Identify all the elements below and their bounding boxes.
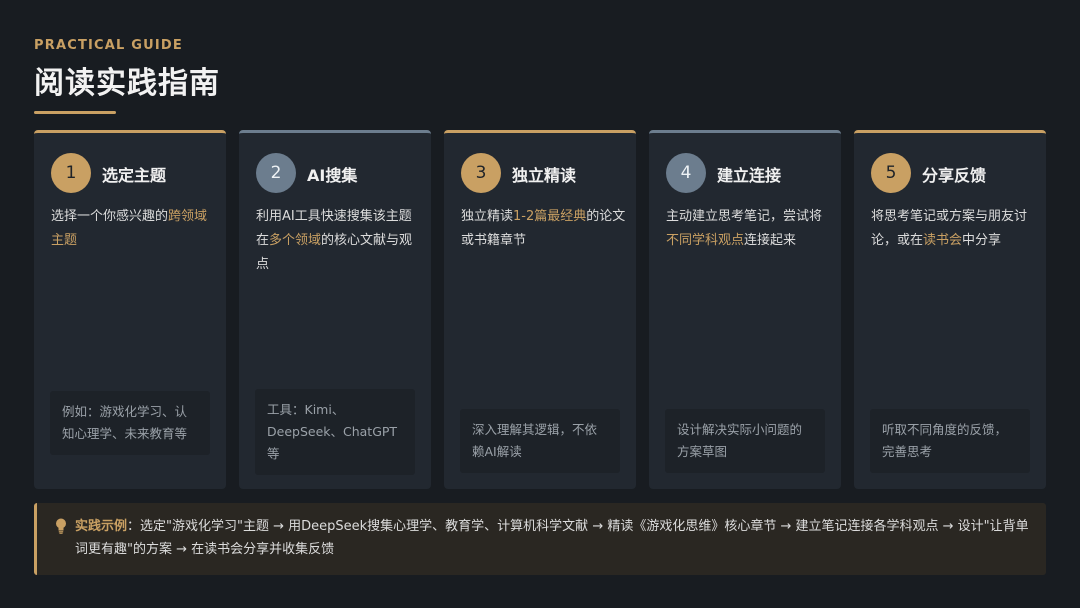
lightbulb-icon bbox=[56, 518, 66, 534]
step-number-badge: 2 bbox=[256, 153, 296, 193]
step-number-badge: 1 bbox=[51, 153, 91, 193]
label-colon: ： bbox=[127, 519, 141, 534]
step-description: 将思考笔记或方案与朋友讨论，或在读书会中分享 bbox=[871, 205, 1036, 253]
steps-row: 1 选定主题 选择一个你感兴趣的跨领域主题 例如：游戏化学习、认知心理学、未来教… bbox=[34, 130, 1046, 489]
desc-text: 中分享 bbox=[962, 233, 1002, 248]
desc-text: 连接起来 bbox=[744, 233, 797, 248]
step-title: 选定主题 bbox=[102, 166, 167, 185]
highlight-text: 多个领域 bbox=[269, 233, 322, 248]
step-card-5: 5 分享反馈 将思考笔记或方案与朋友讨论，或在读书会中分享 听取不同角度的反馈，… bbox=[854, 130, 1046, 489]
title-underline bbox=[34, 111, 116, 114]
desc-text: 利用AI工具快速搜集该主题在 bbox=[256, 209, 412, 248]
step-note: 听取不同角度的反馈，完善思考 bbox=[870, 409, 1030, 473]
step-note: 设计解决实际小问题的方案草图 bbox=[665, 409, 825, 473]
step-title: 建立连接 bbox=[717, 166, 782, 185]
step-description: 利用AI工具快速搜集该主题在多个领域的核心文献与观点 bbox=[256, 205, 421, 277]
desc-text: 的论文或书籍章节 bbox=[461, 209, 626, 248]
step-note: 工具：Kimi、DeepSeek、ChatGPT等 bbox=[255, 389, 415, 475]
page-title: 阅读实践指南 bbox=[34, 66, 220, 101]
step-card-3: 3 独立精读 独立精读1-2篇最经典的论文或书籍章节 深入理解其逻辑，不依赖AI… bbox=[444, 130, 636, 489]
step-note: 例如：游戏化学习、认知心理学、未来教育等 bbox=[50, 391, 210, 455]
step-title: 分享反馈 bbox=[922, 166, 987, 185]
step-number-badge: 3 bbox=[461, 153, 501, 193]
step-card-1: 1 选定主题 选择一个你感兴趣的跨领域主题 例如：游戏化学习、认知心理学、未来教… bbox=[34, 130, 226, 489]
eyebrow-label: PRACTICAL GUIDE bbox=[34, 38, 183, 53]
step-card-4: 4 建立连接 主动建立思考笔记，尝试将不同学科观点连接起来 设计解决实际小问题的… bbox=[649, 130, 841, 489]
step-description: 独立精读1-2篇最经典的论文或书籍章节 bbox=[461, 205, 626, 253]
highlight-text: 读书会 bbox=[923, 233, 963, 248]
highlight-text: 1-2篇最经典 bbox=[513, 209, 587, 224]
practice-example-box: 实践示例：选定"游戏化学习"主题 → 用DeepSeek搜集心理学、教育学、计算… bbox=[34, 503, 1046, 575]
step-number-badge: 4 bbox=[666, 153, 706, 193]
step-title: 独立精读 bbox=[512, 166, 577, 185]
step-number-badge: 5 bbox=[871, 153, 911, 193]
practice-example-body: 选定"游戏化学习"主题 → 用DeepSeek搜集心理学、教育学、计算机科学文献… bbox=[75, 519, 1029, 557]
step-description: 主动建立思考笔记，尝试将不同学科观点连接起来 bbox=[666, 205, 831, 253]
desc-text: 选择一个你感兴趣的 bbox=[51, 209, 169, 224]
step-card-2: 2 AI搜集 利用AI工具快速搜集该主题在多个领域的核心文献与观点 工具：Kim… bbox=[239, 130, 431, 489]
highlight-text: 跨领域主题 bbox=[51, 209, 208, 248]
desc-text: 主动建立思考笔记，尝试将 bbox=[666, 209, 823, 224]
step-title: AI搜集 bbox=[307, 166, 358, 185]
desc-text: 将思考笔记或方案与朋友讨论，或在 bbox=[871, 209, 1028, 248]
practice-example-text: 实践示例：选定"游戏化学习"主题 → 用DeepSeek搜集心理学、教育学、计算… bbox=[75, 515, 1035, 561]
step-description: 选择一个你感兴趣的跨领域主题 bbox=[51, 205, 216, 253]
highlight-text: 不同学科观点 bbox=[666, 233, 745, 248]
practice-example-label: 实践示例 bbox=[75, 519, 128, 534]
step-note: 深入理解其逻辑，不依赖AI解读 bbox=[460, 409, 620, 473]
desc-text: 独立精读 bbox=[461, 209, 514, 224]
desc-text: 的核心文献与观点 bbox=[256, 233, 413, 272]
